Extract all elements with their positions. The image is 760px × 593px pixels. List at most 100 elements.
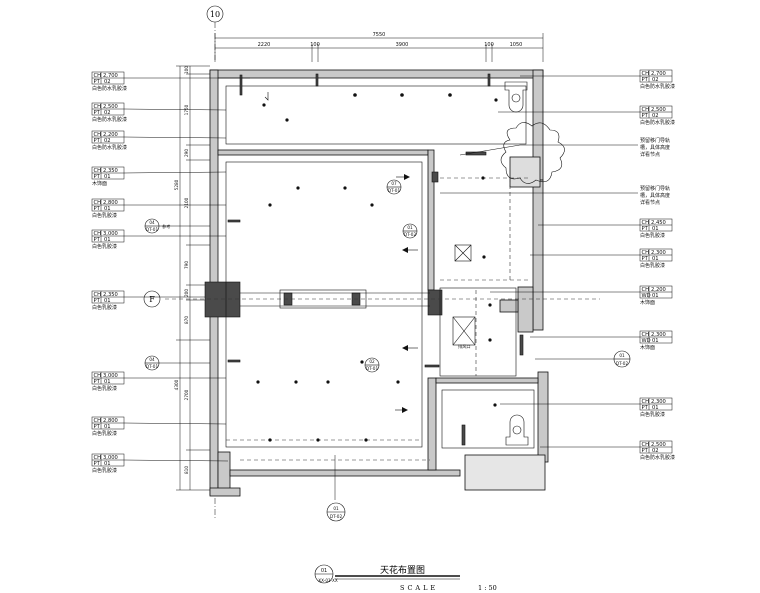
downlight — [370, 203, 374, 207]
tag-sub-value: 02 — [652, 448, 659, 454]
downlight — [494, 98, 498, 102]
tag-sub-value: 01 — [104, 424, 111, 430]
tag-code: CH — [94, 168, 102, 174]
tag-code: CH — [94, 455, 102, 461]
tag-value: 2,200 — [651, 287, 666, 293]
tag-sub: PT — [94, 110, 101, 116]
dim-top-seg-2: 100 — [310, 42, 320, 48]
downlight — [326, 380, 330, 384]
dim-left-seg-6: 200 — [184, 289, 189, 297]
downlight — [296, 186, 300, 190]
scale-label: SCALE — [400, 584, 438, 592]
svg-text:预留移门导轨: 预留移门导轨 — [640, 137, 670, 144]
tag-sub: WD — [642, 338, 651, 344]
tag-sub-value: 01 — [104, 298, 111, 304]
grid-bubble-f: F — [143, 290, 161, 308]
svg-text:01: 01 — [333, 506, 339, 511]
ceiling-details: 排风口 — [165, 73, 600, 500]
tag-description: 木饰面 — [640, 344, 655, 351]
tag-code: CH — [642, 250, 650, 256]
tag-sub: PT — [642, 226, 649, 232]
tag-value: 2,500 — [651, 107, 666, 113]
svg-text:DT-01: DT-01 — [388, 188, 401, 193]
tag-code: CH — [94, 132, 102, 138]
dim-left-seg-9: 810 — [184, 466, 189, 474]
tag-code: CH — [94, 104, 102, 110]
downlight — [343, 186, 347, 190]
dim-left-seg-5: 790 — [184, 261, 189, 269]
svg-text:DT-01: DT-01 — [146, 227, 159, 232]
tag-code: CH — [642, 332, 650, 338]
tag-value: 3,000 — [103, 231, 118, 237]
tree-symbol — [500, 122, 565, 184]
toilet-fixture-bottom — [505, 414, 529, 446]
tag-value: 2,800 — [103, 418, 118, 424]
tag-value: 2,300 — [651, 399, 666, 405]
tag-value: 2,300 — [651, 250, 666, 256]
downlight — [481, 176, 485, 180]
tag-description: 白色防水乳胶漆 — [640, 454, 675, 461]
downlight — [396, 380, 400, 384]
svg-text:DT-01: DT-01 — [366, 366, 379, 371]
left-dimension-chain: 100 1750 290 2100 790 200 870 2700 810 5… — [174, 66, 210, 491]
note-sliding-door-2: 预留移门导轨 槽，具体高度 详看节点 — [440, 185, 670, 206]
tag-sub: PT — [94, 79, 101, 85]
note-sliding-door-1: 预留移门导轨 槽，具体高度 详看节点 — [459, 137, 670, 158]
tag-sub: PT — [94, 461, 101, 467]
downlight — [488, 338, 492, 342]
top-dimension-chain: 7550 2220 100 3900 100 1050 — [214, 32, 544, 62]
tag-sub: PT — [94, 379, 101, 385]
tag-description: 木饰面 — [640, 299, 655, 306]
dim-left-seg-8: 2700 — [184, 389, 189, 400]
tag-sub: WD — [642, 293, 651, 299]
tag-sub: PT — [94, 424, 101, 430]
downlight — [268, 438, 272, 442]
downlight — [256, 380, 260, 384]
exhaust-arrows — [264, 92, 418, 413]
svg-text:DT-02: DT-02 — [330, 514, 343, 519]
tag-sub: PT — [642, 256, 649, 262]
tag-sub: PT — [642, 448, 649, 454]
section-marker-6: 01 DT-02 — [535, 350, 631, 368]
downlight — [364, 438, 368, 442]
title-name: 天花布置图 — [380, 564, 425, 576]
downlight — [316, 438, 320, 442]
downlight — [262, 103, 266, 107]
tag-sub-value: 01 — [104, 379, 111, 385]
section-marker-2: 04 DT-01 — [144, 355, 210, 371]
svg-text:04: 04 — [149, 357, 155, 362]
tag-code: CH — [642, 442, 650, 448]
tag-description: 木饰面 — [92, 180, 107, 187]
toilet-fixture-top — [504, 81, 528, 113]
tag-value: 2,800 — [103, 200, 118, 206]
svg-text:槽，具体高度: 槽，具体高度 — [640, 192, 670, 199]
svg-text:07: 07 — [391, 181, 397, 186]
tag-description: 白色乳胶漆 — [92, 430, 117, 437]
downlight — [353, 93, 357, 97]
tag-sub: PT — [94, 237, 101, 243]
title-number: 01 — [321, 568, 327, 574]
section-note: 参考 — [162, 223, 170, 230]
tag-sub-value: 01 — [104, 174, 111, 180]
tag-sub-value: 01 — [652, 226, 659, 232]
svg-text:槽，具体高度: 槽，具体高度 — [640, 144, 670, 151]
downlight — [448, 93, 452, 97]
svg-text:01: 01 — [407, 225, 413, 230]
tag-value: 2,350 — [103, 292, 118, 298]
tag-sub-value: 01 — [104, 206, 111, 212]
dim-top-seg-5: 1050 — [510, 42, 523, 48]
section-marker-7: 01 DT-02 — [326, 502, 346, 522]
tag-sub: PT — [94, 298, 101, 304]
